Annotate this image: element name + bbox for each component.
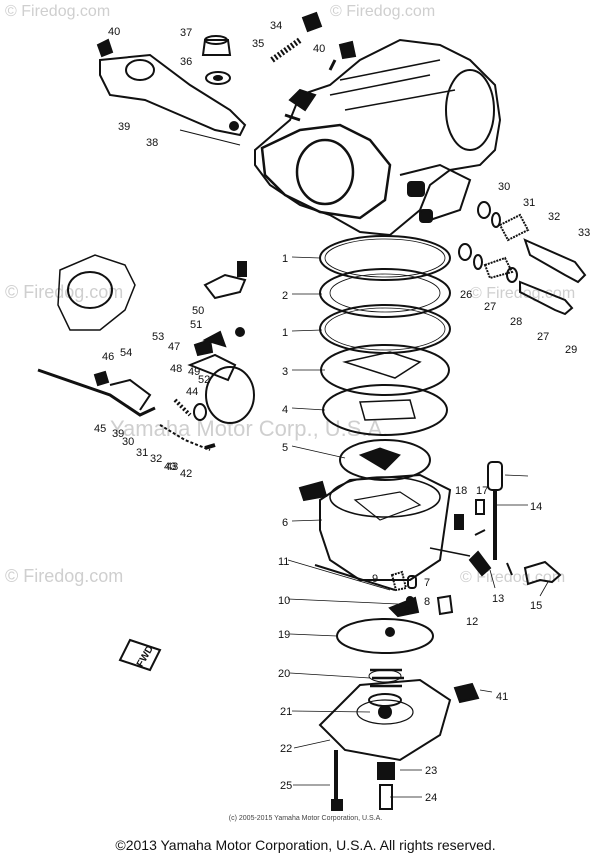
callout: 44 xyxy=(186,386,198,398)
callout: 32 xyxy=(548,211,560,223)
callout: 29 xyxy=(565,344,577,356)
callout: 22 xyxy=(280,743,292,755)
callout: 50 xyxy=(192,305,204,317)
fuel-pump-fittings xyxy=(454,461,562,586)
callout: 21 xyxy=(280,706,292,718)
callout: 49 xyxy=(188,366,200,378)
forward-arrow: FWD xyxy=(118,638,162,672)
callout: 1 xyxy=(282,327,288,339)
screw-and-spring xyxy=(270,11,357,71)
callout: 8 xyxy=(404,605,410,617)
callout: 52 xyxy=(198,374,210,386)
callout: 24 xyxy=(425,792,437,804)
diagram-source-copyright: (c) 2005-2015 Yamaha Motor Corporation, … xyxy=(228,815,383,822)
callout: 28 xyxy=(510,316,522,328)
callout: 27 xyxy=(537,331,549,343)
callout: 2 xyxy=(282,290,288,302)
cap-and-washer xyxy=(201,35,232,85)
watermark-site: © Firedog.com xyxy=(460,569,565,586)
callout: 41 xyxy=(496,691,508,703)
callout: 8 xyxy=(424,596,430,608)
callout: 9 xyxy=(372,573,378,585)
leader-lines xyxy=(287,256,549,798)
callout: 4 xyxy=(282,404,288,416)
copyright-footer: ©2013 Yamaha Motor Corporation, U.S.A. A… xyxy=(115,837,496,853)
callout: 47 xyxy=(168,341,180,353)
callout: 25 xyxy=(280,780,292,792)
watermark-site: © Firedog.com xyxy=(5,566,123,586)
callout: 34 xyxy=(270,20,282,32)
callout: 27 xyxy=(484,301,496,313)
callout: 37 xyxy=(180,27,192,39)
watermarks: © Firedog.com © Firedog.com © Firedog.co… xyxy=(5,3,575,586)
callout: 39 xyxy=(112,428,124,440)
callout: 38 xyxy=(146,137,158,149)
callout: 13 xyxy=(492,593,504,605)
callout: 1 xyxy=(282,253,288,265)
callout: 6 xyxy=(282,517,288,529)
callout: 11 xyxy=(278,556,289,568)
callout: 31 xyxy=(136,447,148,459)
callout: 43 xyxy=(166,461,178,473)
callout: 40 xyxy=(108,26,120,38)
callout: 45 xyxy=(94,423,106,435)
callout: 14 xyxy=(530,501,542,513)
callout: 53 xyxy=(152,331,164,343)
watermark-site: © Firedog.com xyxy=(5,282,123,302)
callout: 35 xyxy=(252,38,264,50)
callout: 19 xyxy=(278,629,290,641)
callout: 42 xyxy=(180,468,192,480)
callout: 26 xyxy=(460,289,472,301)
watermark-site: © Firedog.com xyxy=(330,3,435,20)
callout: 32 xyxy=(150,453,162,465)
callout: 30 xyxy=(122,436,134,448)
needle-valve-parts xyxy=(314,564,454,618)
diaphragm-assembly xyxy=(318,618,480,811)
throttle-linkage xyxy=(37,254,255,451)
idle-screw-assembly xyxy=(458,201,587,316)
watermark-maker: Yamaha Motor Corp., U.S.A. xyxy=(110,416,388,441)
callout: 30 xyxy=(498,181,510,193)
callout-labels: 1 2 1 3 4 5 6 8 11 9 7 10 8 12 13 14 15 … xyxy=(94,20,590,804)
callout: 46 xyxy=(102,351,114,363)
callout: 7 xyxy=(424,577,430,589)
callout: 48 xyxy=(170,363,182,375)
callout: 39 xyxy=(118,121,130,133)
callout: 54 xyxy=(120,347,132,359)
callout: 3 xyxy=(282,366,288,378)
callout: 12 xyxy=(466,616,478,628)
pump-body xyxy=(298,473,471,581)
gasket-stack xyxy=(319,235,451,481)
callout: 10 xyxy=(278,595,290,607)
callout: 33 xyxy=(578,227,590,239)
callout: 17 xyxy=(476,485,488,497)
throttle-bracket xyxy=(96,38,247,146)
callout: 20 xyxy=(278,668,290,680)
carburetor-body xyxy=(254,38,502,237)
watermark-site: © Firedog.com xyxy=(5,3,110,20)
callout: 51 xyxy=(190,319,202,331)
callout: 5 xyxy=(282,442,288,454)
callout: 18 xyxy=(455,485,467,497)
callout: 15 xyxy=(530,600,542,612)
callout: 43 xyxy=(164,461,176,473)
callout: 36 xyxy=(180,56,192,68)
callout: 31 xyxy=(523,197,535,209)
callout: 23 xyxy=(425,765,437,777)
callout: 40 xyxy=(313,43,325,55)
